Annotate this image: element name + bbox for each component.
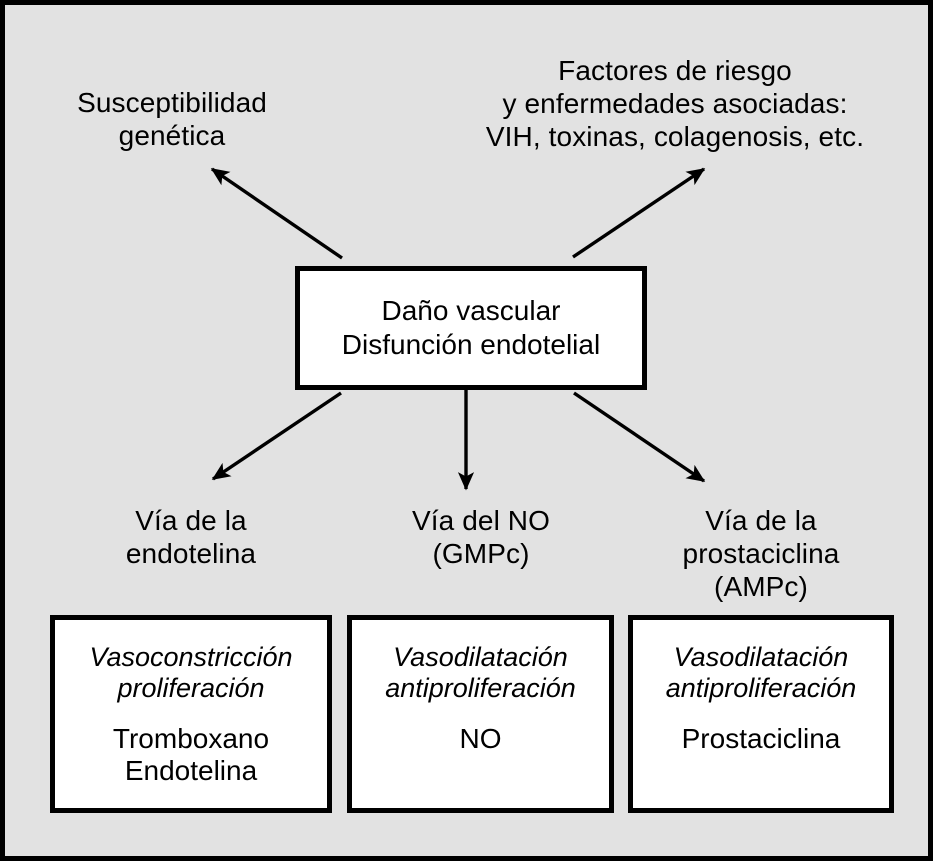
- pathway-mediators-prostacyclin: Prostaciclina: [681, 722, 841, 754]
- pathway-mediators-endothelin: Tromboxano Endotelina: [112, 722, 270, 787]
- arrow-to-endothelin-pathway: [211, 391, 342, 481]
- pathway-effect-endothelin: Vasoconstricción proliferación: [89, 642, 293, 704]
- pathway-box-prostacyclin: Vasodilatación antiproliferación Prostac…: [628, 615, 894, 813]
- pathway-box-nitric-oxide: Vasodilatación antiproliferación NO: [347, 615, 614, 813]
- pathway-mediators-nitric-oxide: NO: [459, 722, 502, 754]
- pathway-effect-prostacyclin: Vasodilatación antiproliferación: [665, 642, 857, 704]
- label-risk-factors: Factores de riesgo y enfermedades asocia…: [485, 55, 865, 152]
- arrow-to-prostacyclin-pathway: [573, 391, 706, 483]
- label-pathway-nitric-oxide: Vía del NO (GMPc): [412, 505, 550, 569]
- central-node-line-1: Daño vascular: [381, 295, 561, 327]
- label-pathway-prostacyclin: Vía de la prostaciclina (AMPc): [682, 505, 840, 602]
- arrow-to-genetic-susceptibility: [210, 167, 343, 260]
- central-node-endothelial-damage: Daño vascular Disfunción endotelial: [295, 266, 647, 390]
- pathway-box-endothelin: Vasoconstricción proliferación Tromboxan…: [50, 615, 332, 813]
- label-pathway-endothelin: Vía de la endotelina: [125, 505, 257, 569]
- central-node-line-2: Disfunción endotelial: [341, 329, 601, 360]
- arrow-to-risk-factors: [572, 167, 706, 259]
- label-genetic-susceptibility: Susceptibilidad genética: [77, 87, 267, 151]
- pathway-effect-nitric-oxide: Vasodilatación antiproliferación: [385, 642, 576, 704]
